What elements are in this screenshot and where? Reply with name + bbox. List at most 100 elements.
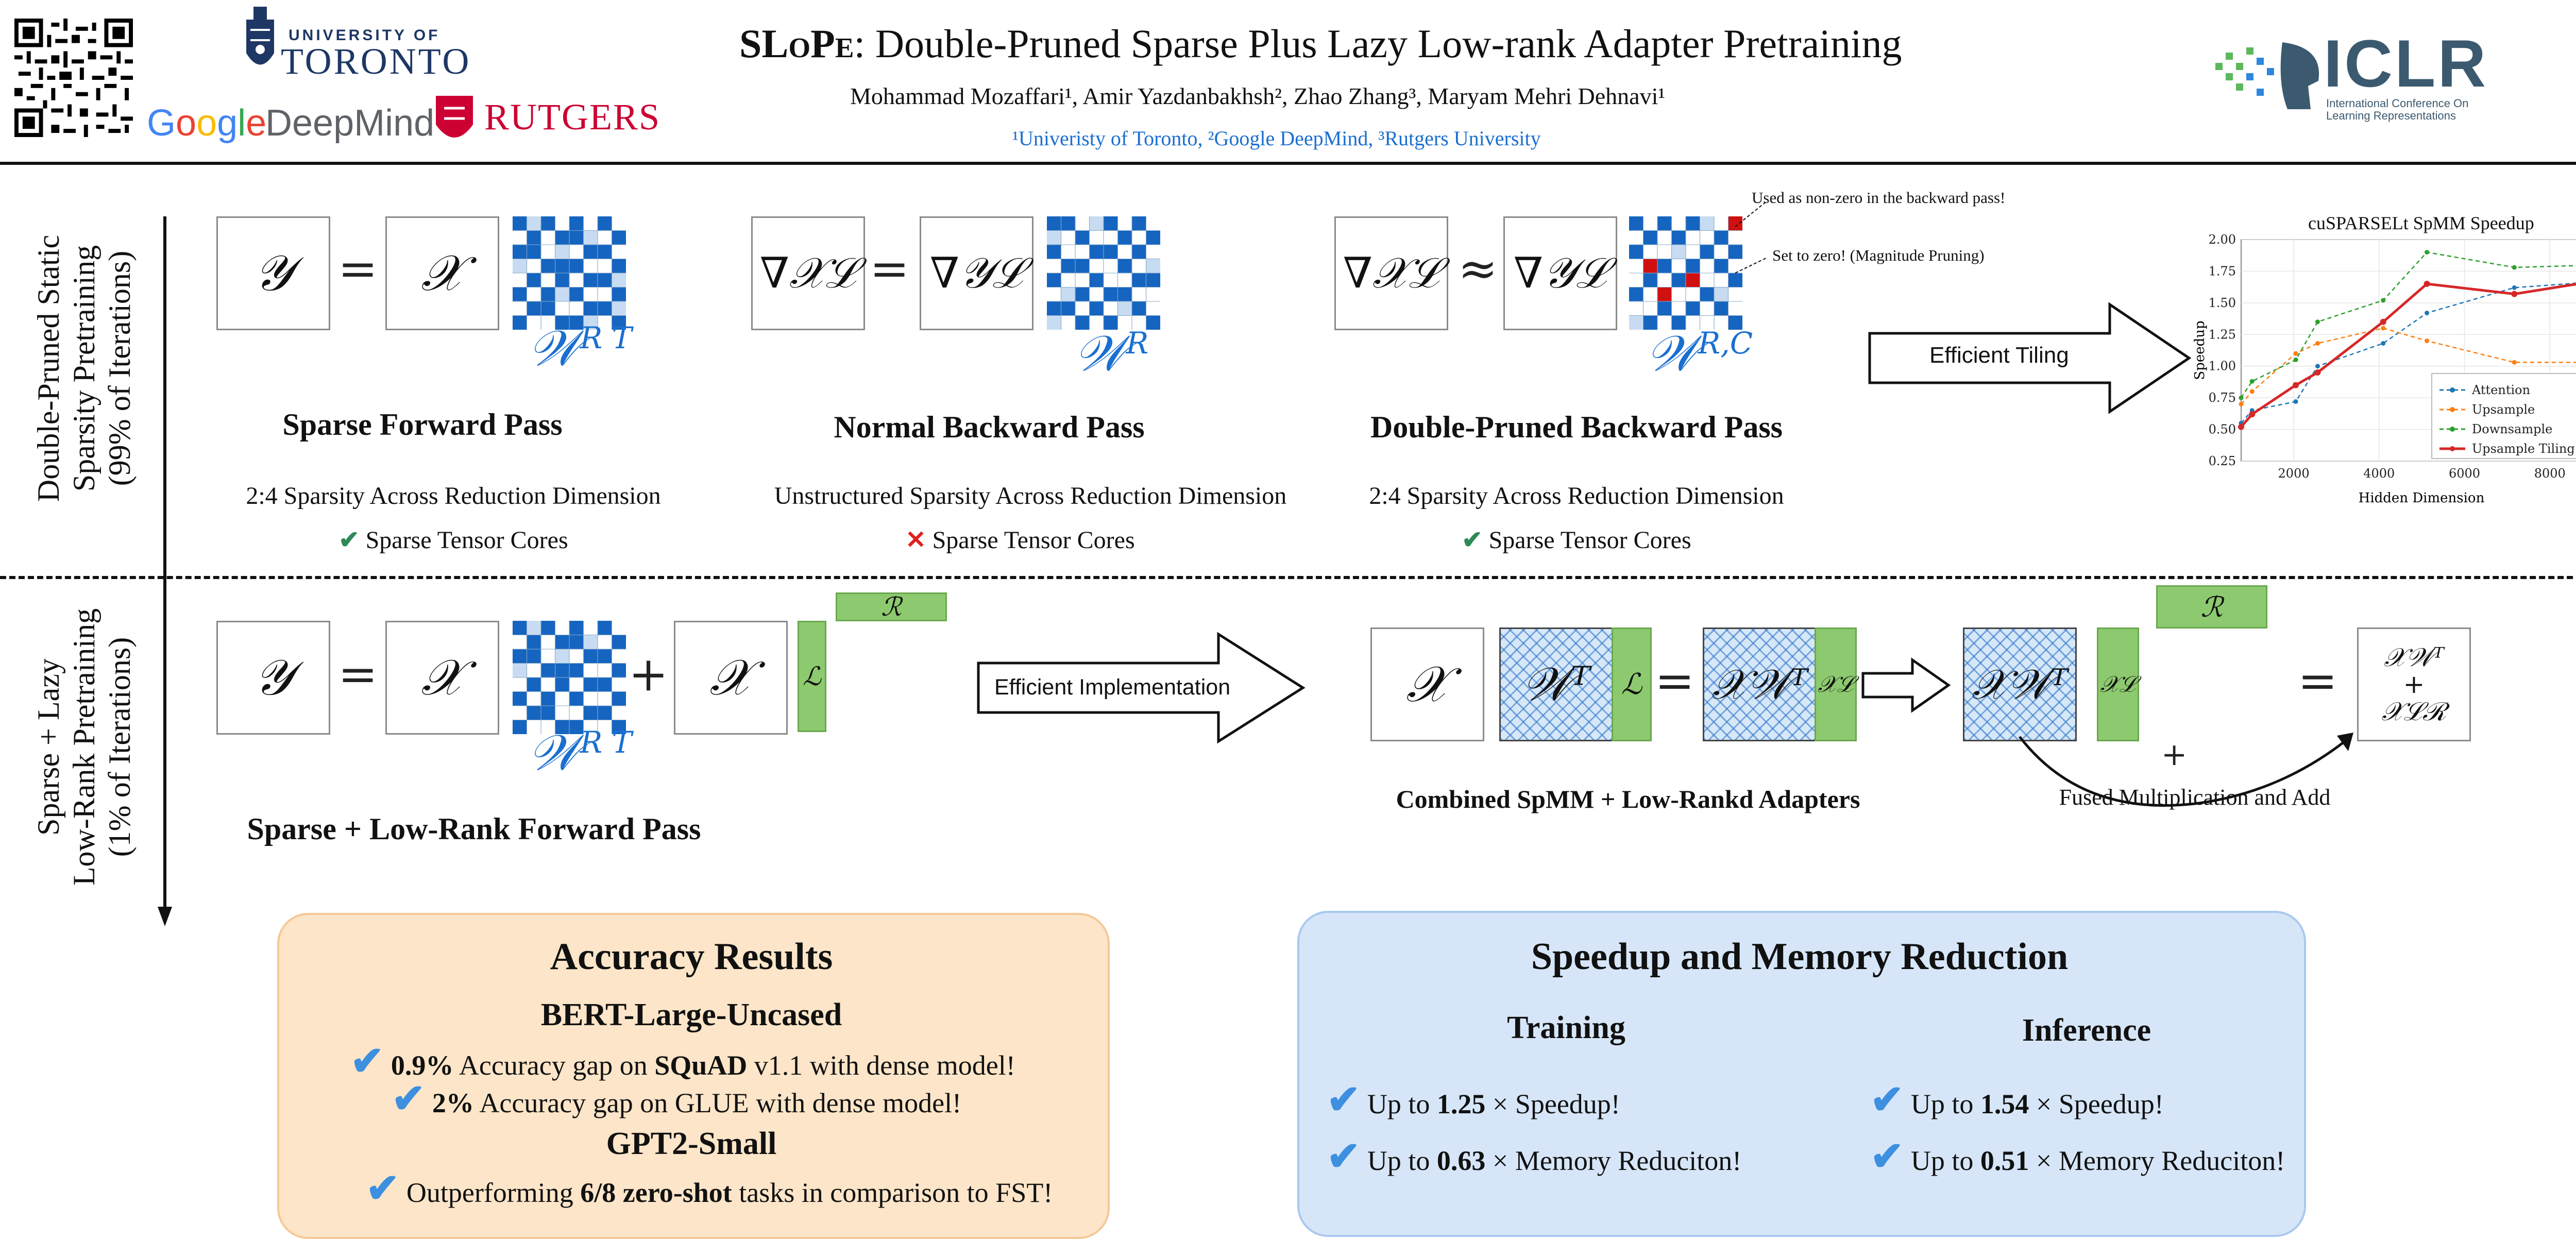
chart-ytick-label: 1.25 — [2209, 327, 2236, 342]
forward-desc: 2:4 Sparsity Across Reduction Dimension — [246, 482, 661, 510]
approx-sign: ≈ — [1458, 241, 1498, 296]
gpt-result-1: ✔ Outperforming 6/8 zero-shot tasks in c… — [366, 1166, 1053, 1211]
equals-sign: = — [338, 241, 378, 296]
chart-data-point — [2293, 351, 2298, 356]
chart-data-point — [2293, 382, 2299, 388]
combined-spmm-label: Combined SpMM + Low-Rankd Adapters — [1396, 785, 1860, 813]
hollow-arrow-icon — [1861, 657, 1951, 713]
chart-ytick-label: 1.50 — [2209, 296, 2236, 310]
backward-desc: Unstructured Sparsity Across Reduction D… — [774, 482, 1287, 510]
low-rank-r-block: ℛ — [836, 592, 947, 622]
side-top-line3: (99% of Iterations) — [103, 250, 137, 486]
double-desc: 2:4 Sparsity Across Reduction Dimension — [1369, 482, 1784, 510]
chart-data-point — [2293, 357, 2298, 362]
bert-title: BERT-Large-Uncased — [540, 997, 842, 1032]
gpt-title: GPT2-Small — [606, 1126, 777, 1161]
output-y-box-lowrank: 𝒴 — [216, 621, 330, 735]
chart-data-point — [2381, 326, 2386, 331]
equals-sign: = — [338, 647, 378, 702]
speedup-card — [1297, 911, 2306, 1237]
annotation-leaders — [1735, 200, 1768, 274]
efficient-implementation-label: Efficient Implementation — [994, 675, 1231, 700]
fused-curve-arrow — [2019, 733, 2353, 807]
chart-title: cuSPARSELt SpMM Speedup — [2308, 213, 2534, 233]
efficient-implementation-arrow — [977, 632, 1306, 744]
chart-data-point — [2425, 250, 2430, 255]
chart-xtick-label: 6000 — [2449, 466, 2480, 481]
sparse-weight-matrix-lowrank — [513, 621, 626, 734]
grad-x-box: ∇𝒳ℒ — [751, 216, 865, 330]
grad-y-box: ∇𝒴ℒ — [920, 216, 1033, 330]
chart-data-point — [2512, 265, 2517, 270]
check-icon: ✔ — [1327, 1077, 1361, 1122]
cross-icon: ✕ — [905, 527, 926, 554]
chart-data-point — [2512, 285, 2517, 290]
chart-data-point — [2511, 291, 2518, 297]
page-title: SLoPe: Double-Pruned Sparse Plus Lazy Lo… — [739, 21, 1976, 67]
chart-series-line — [2241, 327, 2576, 405]
chart-ytick-label: 1.75 — [2209, 264, 2236, 278]
efficient-tiling-arrow — [1868, 302, 2192, 414]
check-icon: ✔ — [1870, 1134, 1904, 1179]
training-speedup: ✔ Up to 1.25 × Speedup! — [1327, 1077, 1620, 1122]
chart-data-point — [2314, 369, 2321, 376]
annotation-nonzero: Used as non-zero in the backward pass! — [1752, 189, 2006, 207]
inference-memory: ✔ Up to 0.51 × Memory Reduciton! — [1870, 1134, 2285, 1179]
chart-ytick-label: 1.00 — [2209, 359, 2236, 374]
chart-data-point — [2315, 319, 2320, 325]
chart-ytick-label: 0.25 — [2209, 454, 2236, 468]
chart-data-point — [2239, 401, 2244, 406]
iclr-subtitle-2: Learning Representations — [2326, 109, 2456, 122]
toronto-crest-icon — [246, 7, 274, 65]
fused-label: Fused Multiplication and Add — [2059, 785, 2331, 810]
weight-hatched-block: 𝒲ᵀ — [1499, 627, 1613, 741]
speedup-title: Speedup and Memory Reduction — [1531, 936, 2069, 978]
chart-xtick-label: 4000 — [2363, 466, 2395, 481]
efficient-tiling-label: Efficient Tiling — [1929, 343, 2069, 368]
chart-ytick-label: 0.50 — [2209, 422, 2236, 437]
chart-data-point — [2315, 341, 2320, 346]
chart-data-point — [2315, 364, 2320, 369]
input-x-box-lowrank: 𝒳 — [385, 621, 499, 735]
double-pruned-title: Double-Pruned Backward Pass — [1370, 410, 1783, 444]
chart-legend-marker — [2450, 387, 2455, 393]
side-bottom-line2: Low-Rank Pretraining — [67, 608, 101, 886]
check-icon: ✔ — [350, 1039, 384, 1083]
google-logo: Google — [147, 103, 267, 144]
chart-data-point — [2381, 298, 2386, 303]
input-x-box-combined: 𝒳 — [1370, 627, 1484, 741]
title-acronym: SLoPe — [739, 21, 854, 66]
chart-legend-marker — [2450, 446, 2455, 451]
double-core: ✔ Sparse Tensor Cores — [1462, 527, 1691, 554]
chart-legend-label: Upsample Tiling (Ours) — [2472, 442, 2576, 456]
chart-legend-label: Attention — [2471, 383, 2530, 397]
check-icon: ✔ — [392, 1076, 426, 1121]
iclr-text: ICLR — [2324, 26, 2488, 101]
chart-data-point — [2425, 338, 2430, 344]
header-divider — [0, 162, 2576, 165]
chart-data-point — [2424, 281, 2430, 287]
grad-x-box-double: ∇𝒳ℒ — [1334, 216, 1448, 330]
toronto-small-text: UNIVERSITY OF — [289, 27, 440, 44]
inference-title: Inference — [2022, 1013, 2151, 1048]
section-divider — [0, 576, 2576, 579]
chart-ytick-label: 0.75 — [2209, 391, 2236, 405]
chart-data-point — [2381, 341, 2386, 346]
chart-legend-label: Downsample — [2472, 422, 2552, 436]
chart-data-point — [2238, 423, 2244, 430]
check-icon: ✔ — [1327, 1134, 1361, 1179]
chart-legend-marker — [2450, 427, 2455, 432]
chart-data-point — [2293, 399, 2298, 404]
side-top-line1: Double-Pruned Static — [31, 234, 65, 502]
low-rank-l-block: ℒ — [798, 621, 826, 732]
toronto-text: TORONTO — [281, 41, 471, 82]
unstructured-weight-matrix — [1047, 216, 1160, 330]
equals-sign: = — [870, 241, 910, 296]
backward-core: ✕ Sparse Tensor Cores — [905, 527, 1135, 554]
forward-core: ✔ Sparse Tensor Cores — [338, 527, 568, 554]
sparse-lowrank-title: Sparse + Low-Rank Forward Pass — [247, 812, 701, 846]
chart-data-point — [2249, 411, 2256, 418]
result-bottom: 𝒳ℒℛ — [2381, 696, 2447, 726]
qr-code-icon[interactable] — [14, 19, 133, 137]
input-x-box: 𝒳 — [385, 216, 499, 330]
